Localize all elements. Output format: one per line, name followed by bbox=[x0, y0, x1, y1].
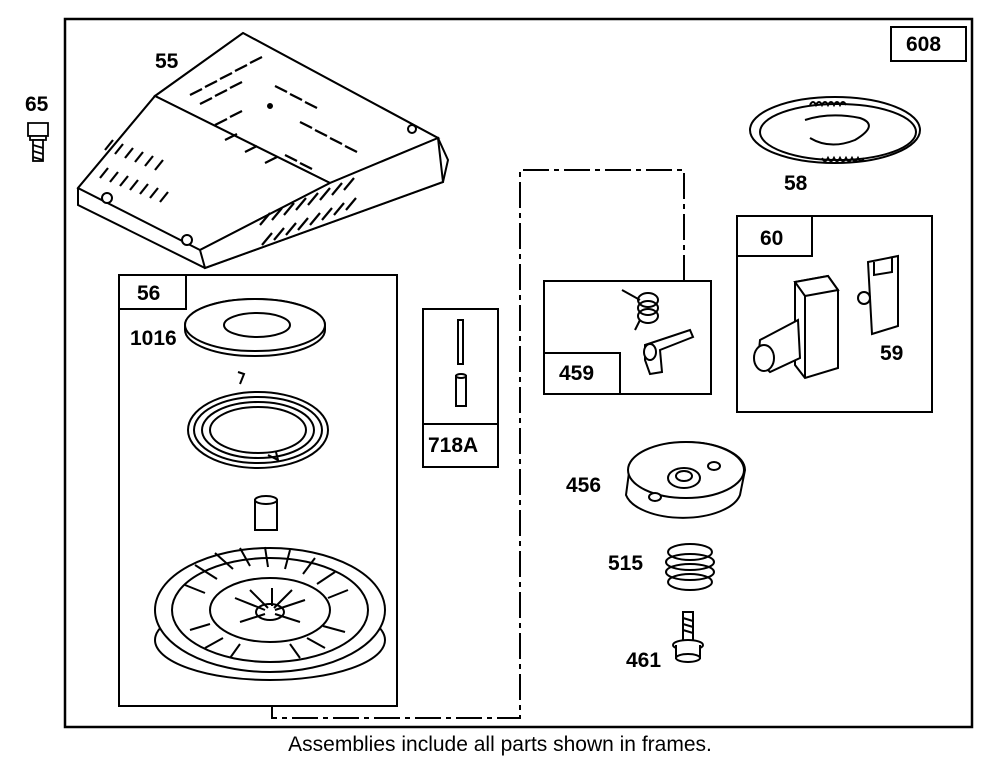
recoil-spring-part bbox=[187, 371, 329, 469]
part-label-washer: 1016 bbox=[130, 327, 177, 350]
assembly-frame bbox=[63, 17, 974, 729]
housing-part bbox=[76, 31, 450, 270]
assembly-number-box bbox=[890, 26, 967, 62]
pulley-part bbox=[154, 546, 386, 681]
screw-part bbox=[27, 122, 49, 162]
assembly-number: 608 bbox=[906, 33, 942, 56]
starter-frame bbox=[118, 274, 398, 707]
retainer-part bbox=[624, 441, 747, 519]
spring-part bbox=[665, 543, 715, 591]
pin-kit-frame bbox=[422, 308, 499, 468]
handle-kit-number: 60 bbox=[760, 227, 784, 250]
rope-part bbox=[749, 96, 921, 164]
connection-line bbox=[271, 169, 685, 719]
handle-part bbox=[753, 254, 899, 380]
pin-part bbox=[455, 319, 467, 407]
part-label-screw: 65 bbox=[25, 93, 49, 116]
part-label-retainer: 456 bbox=[566, 474, 602, 497]
handle-kit-frame bbox=[736, 215, 933, 413]
starter-box-number: 56 bbox=[137, 282, 161, 305]
diagram-caption: Assemblies include all parts shown in fr… bbox=[288, 733, 712, 756]
part-label-rope: 58 bbox=[784, 172, 808, 195]
part-label-insert: 59 bbox=[880, 342, 904, 365]
spring-kit-parts bbox=[621, 289, 695, 376]
bushing-part bbox=[254, 495, 278, 531]
part-label-bolt: 461 bbox=[626, 649, 662, 672]
spring-kit-number: 459 bbox=[559, 362, 595, 385]
washer-part bbox=[184, 298, 326, 357]
bolt-part bbox=[672, 611, 704, 663]
starter-number-box bbox=[118, 274, 187, 310]
part-label-spring: 515 bbox=[608, 552, 644, 575]
spring-kit-frame bbox=[543, 280, 712, 395]
pin-kit-number: 718A bbox=[428, 434, 479, 457]
part-label-housing: 55 bbox=[155, 50, 179, 73]
